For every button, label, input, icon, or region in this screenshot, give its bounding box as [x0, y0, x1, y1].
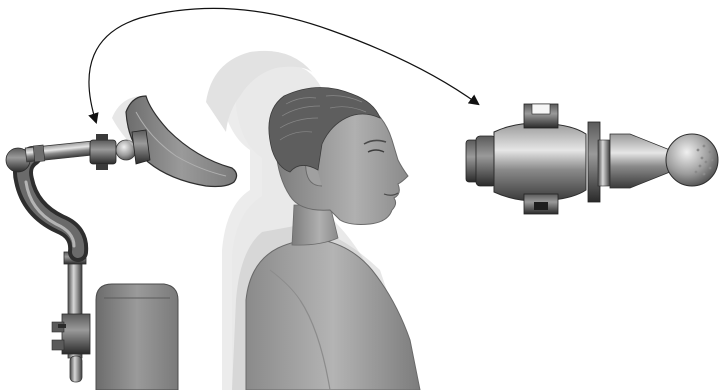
- ball-joint-clamp-detail: [466, 104, 718, 214]
- seat-back-cushion: [96, 284, 178, 390]
